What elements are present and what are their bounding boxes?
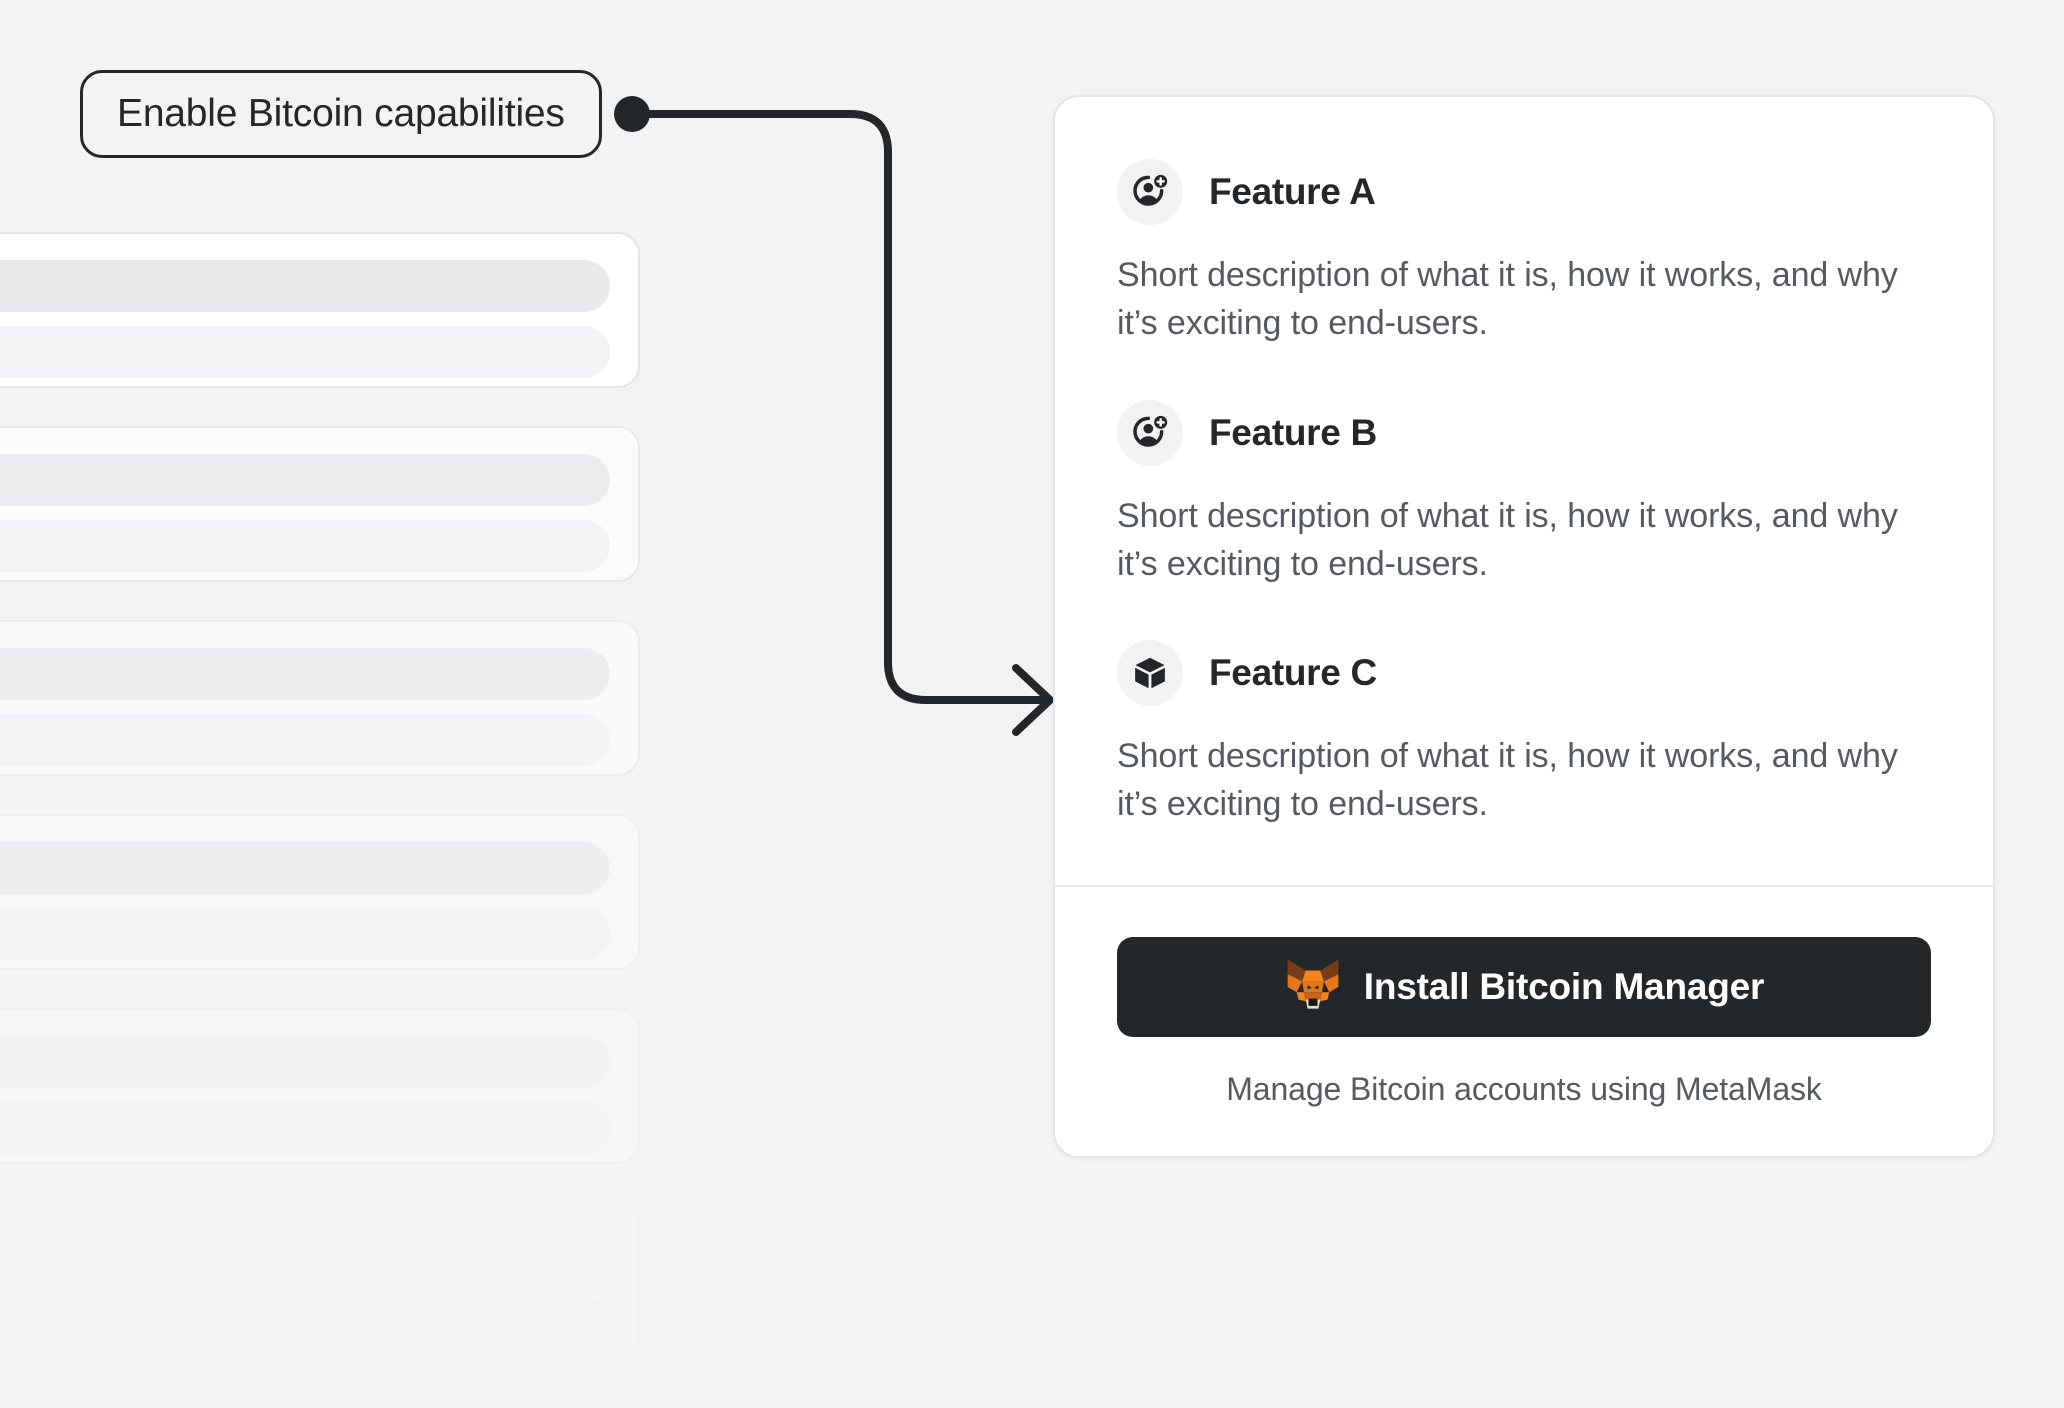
skeleton-bar-primary <box>0 454 610 506</box>
callout-badge: Enable Bitcoin capabilities <box>80 70 602 158</box>
skeleton-list-item <box>0 1202 640 1358</box>
skeleton-bar-secondary <box>0 1102 610 1154</box>
feature-description: Short description of what it is, how it … <box>1117 496 1898 583</box>
bitcoin-capabilities-card: Feature A Short description of what it i… <box>1053 95 1995 1158</box>
feature-item-c: Feature C Short description of what it i… <box>1117 640 1929 829</box>
skeleton-bar-primary <box>0 1230 610 1282</box>
feature-item-a: Feature A Short description of what it i… <box>1117 159 1929 348</box>
add-account-icon <box>1117 399 1183 466</box>
skeleton-list-item <box>0 232 640 388</box>
feature-item-b: Feature B Short description of what it i… <box>1117 399 1929 589</box>
feature-header: Feature C <box>1117 640 1929 707</box>
callout-label: Enable Bitcoin capabilities <box>117 92 565 135</box>
skeleton-bar-primary <box>0 842 610 894</box>
feature-header: Feature A <box>1117 159 1929 225</box>
feature-header: Feature B <box>1117 399 1929 466</box>
footer-note: Manage Bitcoin accounts using MetaMask <box>1226 1070 1822 1107</box>
arrow-right-icon <box>1012 664 1054 736</box>
metamask-fox-icon <box>1284 957 1342 1016</box>
skeleton-list-item <box>0 620 640 776</box>
card-footer: Install Bitcoin Manager Manage Bitcoin a… <box>1055 887 1993 1156</box>
install-button-label: Install Bitcoin Manager <box>1363 965 1765 1007</box>
install-bitcoin-manager-button[interactable]: Install Bitcoin Manager <box>1117 936 1931 1037</box>
skeleton-bar-secondary <box>0 326 610 378</box>
skeleton-bar-secondary <box>0 1296 610 1348</box>
skeleton-bar-primary <box>0 260 610 312</box>
skeleton-bar-secondary <box>0 714 610 766</box>
skeleton-list-item <box>0 814 640 970</box>
cube-icon <box>1117 640 1183 707</box>
feature-title: Feature C <box>1209 652 1377 694</box>
connector-dot-icon <box>614 96 650 132</box>
skeleton-bar-secondary <box>0 908 610 960</box>
card-divider <box>1055 884 1993 887</box>
skeleton-list <box>0 232 640 1396</box>
feature-list: Feature A Short description of what it i… <box>1055 97 1993 885</box>
feature-title: Feature B <box>1209 411 1377 453</box>
feature-description: Short description of what it is, how it … <box>1117 256 1898 343</box>
connector-path <box>628 110 1050 704</box>
feature-description: Short description of what it is, how it … <box>1117 737 1898 824</box>
skeleton-list-item <box>0 426 640 582</box>
feature-title: Feature A <box>1209 171 1376 212</box>
add-account-icon <box>1117 159 1183 225</box>
skeleton-bar-primary <box>0 648 610 700</box>
skeleton-bar-secondary <box>0 520 610 572</box>
skeleton-list-item <box>0 1008 640 1164</box>
skeleton-bar-primary <box>0 1036 610 1088</box>
